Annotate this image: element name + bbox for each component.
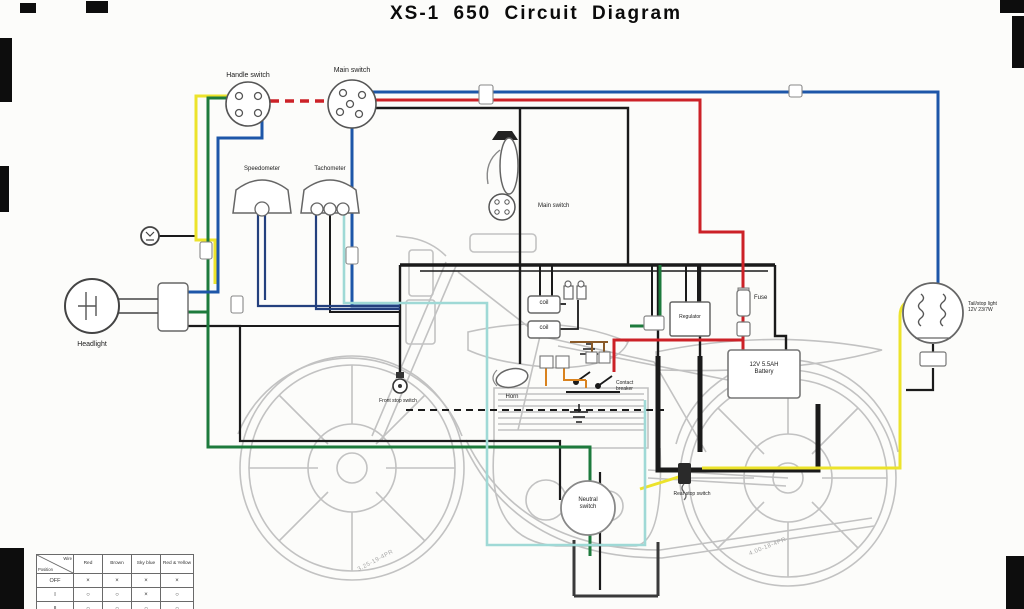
page-title: XS-1 650 Circuit Diagram [390, 3, 682, 24]
regulator-label: Regulator [679, 314, 701, 320]
table-row-off: OFF × × × × [36, 573, 194, 588]
main-switch-body [488, 193, 516, 221]
scan-artifact [1006, 556, 1024, 609]
col-header-red-yellow: Red & Yellow [160, 554, 194, 574]
front-stop-switch-label: Front stop switch [379, 398, 417, 404]
contact-breaker-label: Contact breaker [616, 380, 634, 392]
wire-sky-blue [342, 214, 647, 547]
table-row-2: II ○ ○ ○ ○ [36, 601, 194, 609]
front-spokes [249, 365, 455, 571]
ignition-coil-2 [527, 320, 561, 339]
main-switch-label: Main switch [333, 67, 371, 74]
front-fender [237, 357, 463, 437]
table-corner-cell: Wire Position [37, 555, 73, 573]
tachometer-label: Tachometer [314, 166, 346, 172]
handle-switch [225, 81, 271, 127]
horn-label: Horn [505, 394, 519, 400]
main-switch [327, 79, 377, 129]
horn [492, 367, 529, 389]
handle-switch-label: Handle switch [226, 72, 270, 79]
switch-position-table: Wire Position Red Brown Sky blue Red & Y… [36, 554, 194, 609]
main-switch-mid-label: Main switch [538, 203, 570, 209]
spark-plugs [563, 280, 587, 300]
speedometer-label: Speedometer [243, 166, 281, 172]
col-header-skyblue: Sky blue [131, 554, 161, 574]
headlight [64, 278, 189, 334]
tachometer [300, 179, 360, 216]
battery-word: Battery [754, 368, 774, 375]
tail-stop-light [902, 282, 964, 367]
wire-orange [545, 368, 587, 388]
wire-connectors [199, 84, 803, 314]
battery-spec: 12V 5.5AH [749, 362, 779, 368]
neutral-switch-label: Neutral switch [578, 497, 598, 510]
battery-label: 12V 5.5AH Battery [728, 362, 800, 376]
scan-artifact [0, 38, 12, 102]
components [64, 79, 964, 536]
regulator-box [669, 301, 711, 337]
pilot-lamp [140, 226, 160, 246]
scan-artifact [0, 166, 9, 212]
coil-2-label: coil [539, 325, 549, 331]
fuse-holder [736, 287, 751, 337]
battery [727, 349, 801, 399]
scan-artifact [1000, 0, 1024, 13]
col-header-red: Red [73, 554, 103, 574]
horn-top [486, 131, 519, 195]
regulator-connector [643, 315, 665, 331]
center-stand [572, 540, 660, 598]
scan-artifact [0, 548, 24, 609]
rear-spokes [689, 379, 887, 577]
exhaust [465, 439, 875, 559]
rear-stop-switch-label: Rear stop switch [673, 491, 711, 497]
speedometer [232, 179, 292, 217]
col-header-brown: Brown [102, 554, 132, 574]
front-fork [371, 261, 457, 441]
front-stop-switch [392, 372, 408, 394]
wiring-black [159, 106, 935, 590]
neutral-switch [560, 480, 616, 536]
scan-artifact [1012, 16, 1024, 68]
coil-1-label: coil [539, 300, 549, 306]
scan-artifact [20, 3, 36, 13]
wire-blue [186, 90, 940, 311]
table-header-row: Wire Position Red Brown Sky blue Red & Y… [36, 554, 194, 574]
terminal-strip [539, 351, 611, 369]
scan-artifact [86, 1, 108, 13]
fuse-label: Fuse [754, 295, 768, 301]
tail-light-label: Tail/stop light 12V 23/7W [968, 301, 997, 313]
handlebar [395, 235, 447, 257]
table-row-1: I ○ ○ × ○ [36, 587, 194, 602]
ignition-coil-1 [527, 295, 561, 314]
headlight-label: Headlight [77, 341, 107, 348]
rear-stop-switch [678, 463, 691, 501]
